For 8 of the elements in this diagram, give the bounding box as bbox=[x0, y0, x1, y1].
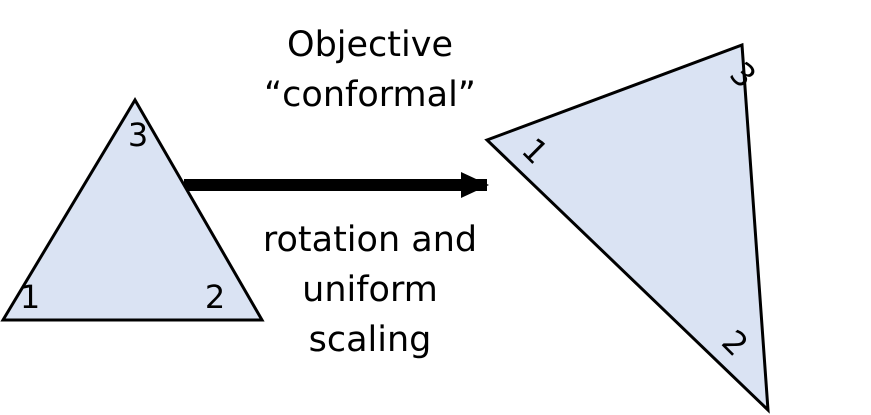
corner-number: 2 bbox=[204, 281, 226, 313]
corner-number: 1 bbox=[516, 132, 554, 170]
arrow-caption: Objective “conformal” bbox=[263, 24, 477, 117]
arrow bbox=[184, 172, 489, 198]
arrow-caption: rotation and uniform scaling bbox=[262, 219, 478, 362]
corner-number: 2 bbox=[716, 324, 754, 362]
corner-number: 3 bbox=[128, 119, 148, 151]
corner-number: 1 bbox=[20, 281, 40, 313]
